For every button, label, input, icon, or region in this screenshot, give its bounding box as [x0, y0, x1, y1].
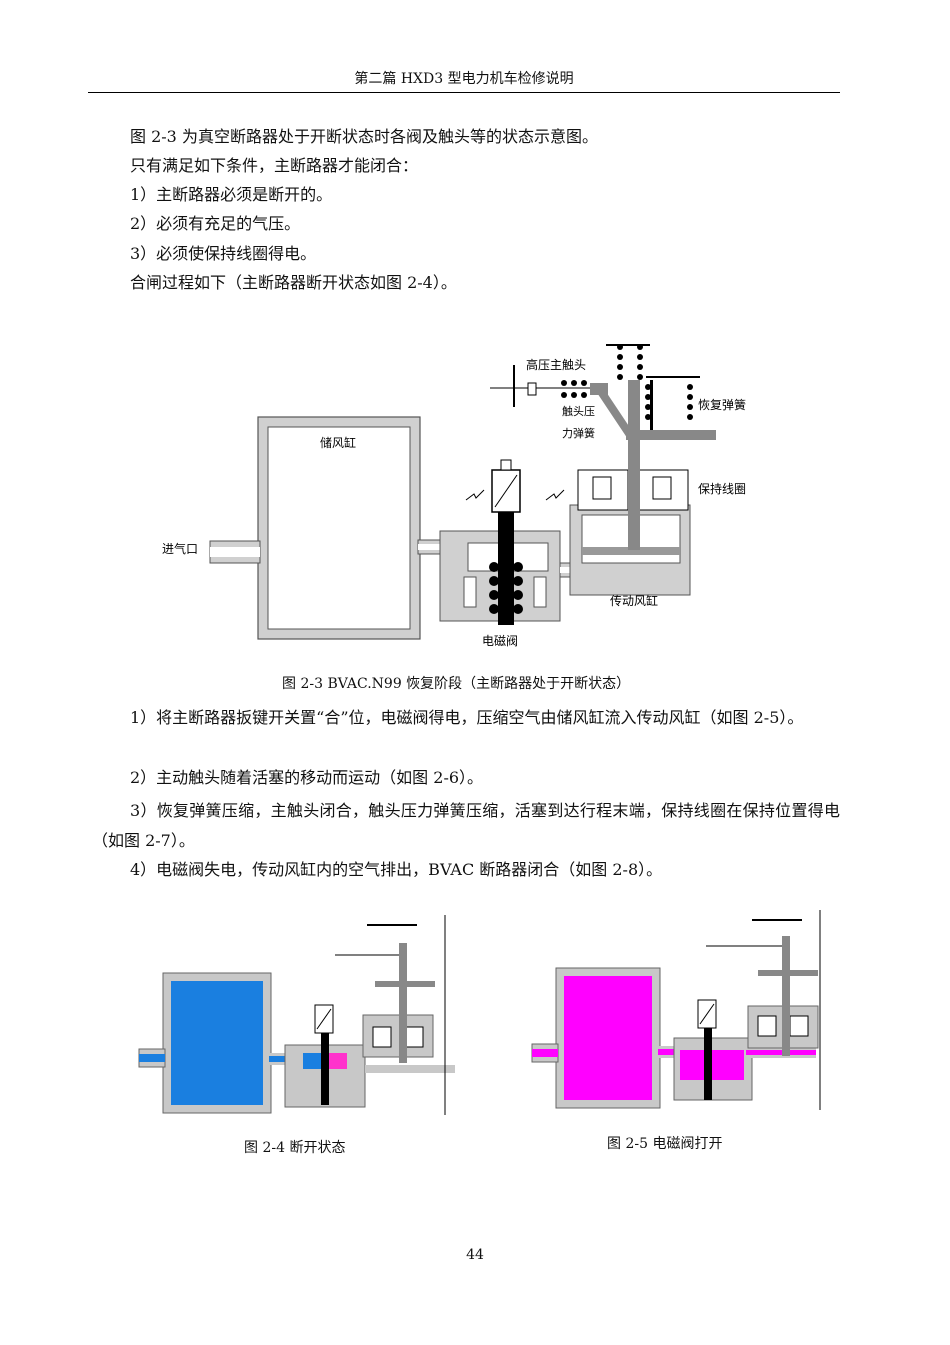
figure-2-4-diagram	[138, 915, 455, 1115]
label-high-voltage-contact: 高压主触头	[526, 357, 586, 372]
intro-line-1: 图 2-3 为真空断路器处于开断状态时各阀及触头等的状态示意图。	[130, 127, 598, 146]
label-inlet: 进气口	[162, 541, 198, 556]
label-drive-cylinder: 传动风缸	[610, 593, 658, 608]
intro-line-6: 合闸过程如下（主断路器断开状态如图 2-4）。	[130, 273, 457, 292]
intro-line-3: 1）主断路器必须是断开的。	[130, 185, 333, 204]
intro-line-5: 3）必须使保持线圈得电。	[130, 244, 317, 263]
label-contact-spring: 触头压	[562, 404, 595, 418]
figure-2-5-diagram	[531, 910, 821, 1110]
figure-2-5-caption: 图 2-5 电磁阀打开	[607, 1136, 723, 1152]
step-4: 4）电磁阀失电，传动风缸内的空气排出，BVAC 断路器闭合（如图 2-8）。	[130, 860, 663, 879]
figure-2-3-diagram: 高压主触头 触头压 力弹簧 恢复弹簧 储风缸 保持线圈 进气口 传动风缸 电磁阀	[162, 344, 746, 648]
step-2: 2）主动触头随着活塞的移动而运动（如图 2-6）。	[130, 768, 484, 787]
label-solenoid-valve: 电磁阀	[482, 633, 518, 648]
intro-line-4: 2）必须有充足的气压。	[130, 214, 301, 233]
label-holding-coil: 保持线圈	[698, 481, 746, 496]
label-reservoir: 储风缸	[320, 435, 356, 450]
figure-2-4-caption: 图 2-4 断开状态	[244, 1140, 346, 1156]
header-rule	[88, 92, 840, 93]
page-number: 44	[466, 1247, 484, 1263]
step-1: 1）将主断路器扳键开关置“合”位，电磁阀得电，压缩空气由储风缸流入传动风缸（如图…	[130, 708, 804, 727]
running-header: 第二篇 HXD3 型电力机车检修说明	[354, 71, 574, 87]
label-return-spring: 恢复弹簧	[698, 397, 746, 412]
label-contact-spring-2: 力弹簧	[562, 426, 595, 440]
step-3: 3）恢复弹簧压缩，主触头闭合，触头压力弹簧压缩，活塞到达行程末端，保持线圈在保持…	[92, 801, 840, 850]
figure-2-3-caption: 图 2-3 BVAC.N99 恢复阶段（主断路器处于开断状态）	[282, 676, 631, 692]
intro-line-2: 只有满足如下条件，主断路器才能闭合：	[130, 156, 419, 175]
